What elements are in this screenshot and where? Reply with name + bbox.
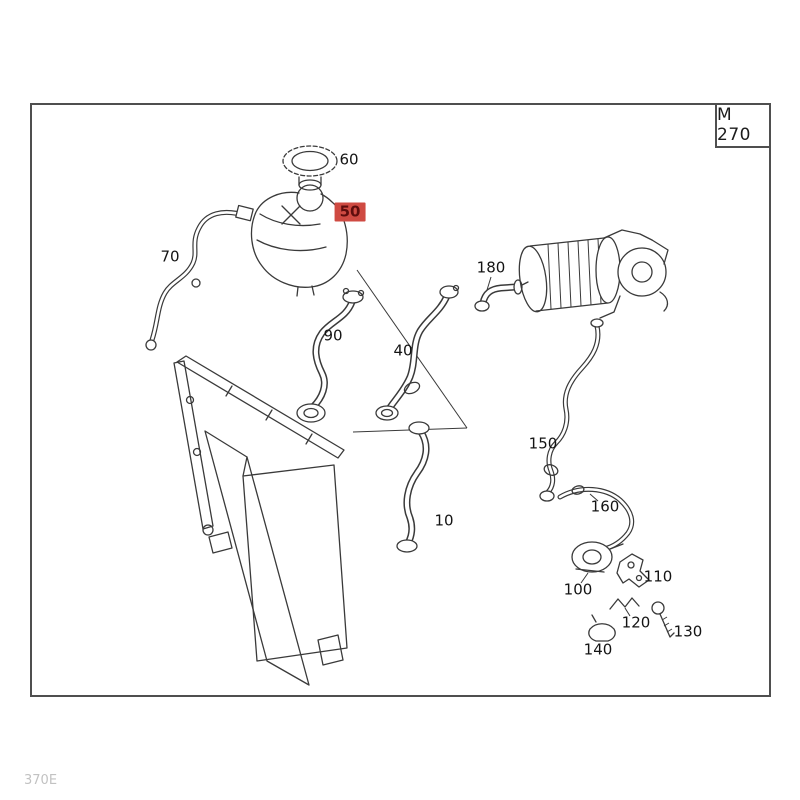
expansion-tank-drawing [250, 184, 348, 297]
part-label-50: 50 [334, 202, 366, 222]
part-label-70: 70 [160, 247, 180, 266]
elbow-180-drawing [474, 276, 529, 312]
pump-100-drawing [571, 541, 624, 584]
diagram-border [30, 103, 771, 697]
cap-drawing [282, 145, 338, 191]
diagram-code: M 270 [717, 104, 751, 145]
part-label-140: 140 [583, 640, 613, 659]
watermark-text: 370E [24, 773, 58, 788]
part-label-10: 10 [434, 511, 454, 530]
heater-unit-drawing [518, 229, 669, 319]
part-label-60: 60 [339, 150, 359, 169]
hose-160-drawing [557, 485, 635, 552]
part-label-110: 110 [643, 567, 673, 586]
part-label-130: 130 [673, 622, 703, 641]
clip-120-drawing [609, 597, 640, 617]
part-label-160: 160 [590, 497, 620, 516]
part-label-150: 150 [528, 434, 558, 453]
part-label-120: 120 [621, 613, 651, 632]
part-label-90: 90 [323, 326, 343, 345]
bracket-110-drawing [616, 553, 650, 588]
bolt-130-drawing [651, 601, 675, 638]
hose-70-drawing [145, 204, 254, 351]
clamp-140-drawing [588, 614, 616, 642]
hose-10-drawing [396, 421, 430, 553]
hose-40-drawing [375, 284, 460, 421]
pipe-150-drawing [539, 318, 604, 502]
part-label-180: 180 [476, 258, 506, 277]
diagram-code-box: M 270 [715, 103, 771, 148]
part-label-100: 100 [563, 580, 593, 599]
hose-90-drawing [296, 287, 365, 423]
part-label-40: 40 [393, 341, 413, 360]
radiator-drawing [173, 355, 348, 686]
